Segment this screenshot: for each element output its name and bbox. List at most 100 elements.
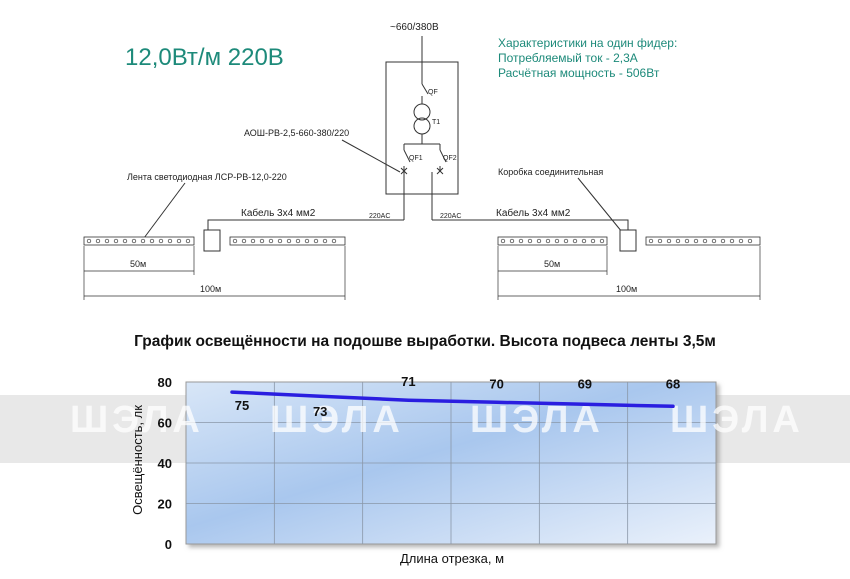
specs-current: Потребляемый ток - 2,3А [498,51,638,65]
led-dot [286,238,292,244]
led-dot [113,238,119,244]
led-dot [304,238,310,244]
watermark-text: ШЭЛА [270,399,404,441]
led-dot [599,238,605,244]
led-dot [684,238,690,244]
led-dot [563,238,569,244]
voltage-right-label: 220AC [440,213,461,220]
led-dot [232,238,238,244]
strip-label: Лента светодиодная ЛСР-РВ-12,0-220 [127,172,287,182]
led-strip-segment [497,236,608,246]
led-dot [545,238,551,244]
led-dot [518,238,524,244]
led-dot [331,238,337,244]
junction-box-label: Коробка соединительная [498,167,603,177]
schema-title: 12,0Вт/м 220В [125,44,284,71]
left-cable [207,219,404,233]
led-dot [657,238,663,244]
led-dot [167,238,173,244]
qf-label: QF [428,89,438,96]
led-dot [554,238,560,244]
led-dot [572,238,578,244]
led-dot [536,238,542,244]
led-dot [509,238,515,244]
data-label: 71 [401,374,415,389]
led-dot [666,238,672,244]
chart-title: График освещённости на подошве выработки… [134,333,716,350]
qf1-breaker-symbol [403,149,411,163]
qf-breaker-symbol [421,83,429,95]
led-dot [295,238,301,244]
qf2-label: QF2 [443,155,457,162]
series-line [230,390,675,409]
qf1-label: QF1 [409,155,423,162]
led-dot [527,238,533,244]
led-dot [313,238,319,244]
led-strip-segment [83,236,195,246]
led-dot [259,238,265,244]
specs-heading: Характеристики на один фидер: [498,36,678,50]
dim-100-right: 100м [616,284,637,294]
led-dot [720,238,726,244]
junction-box-left [203,229,221,252]
right-cable [432,219,629,233]
left-strip-group [83,236,346,246]
dim-50-right: 50м [544,259,560,269]
y-ticks: 0 20 40 60 80 [158,375,172,552]
specs-power: Расчётная мощность - 506Вт [498,66,660,80]
x-axis-label: Длина отрезка, м [400,551,504,566]
right-strip-group [497,236,761,246]
data-label: 69 [578,376,592,391]
led-dot [747,238,753,244]
led-dot [322,238,328,244]
led-dot [702,238,708,244]
led-dot [738,238,744,244]
led-dot [277,238,283,244]
data-labels: 75 73 71 70 69 68 [235,374,680,419]
y-tick-label: 0 [165,537,172,552]
voltage-left-label: 220AC [369,213,390,220]
led-dot [675,238,681,244]
led-dot [250,238,256,244]
watermark-text: ШЭЛА [70,399,204,441]
y-tick-label: 80 [158,375,172,390]
qf2-breaker-symbol [439,149,447,163]
watermark-group: ШЭЛА ШЭЛА ШЭЛА ШЭЛА [70,399,804,441]
led-dot [729,238,735,244]
junction-box-right [619,229,637,252]
y-tick-label: 20 [158,497,172,512]
y-tick-label: 60 [158,416,172,431]
led-dot [176,238,182,244]
wiring-diagram: QF T1 QF1 QF2 ~660/380В АОШ-РВ-2,5-660-3… [83,22,761,300]
cable-right-label: Кабель 3х4 мм2 [496,207,571,219]
led-dot [185,238,191,244]
data-label: 68 [666,376,680,391]
watermark-text: ШЭЛА [670,399,804,441]
led-dot [648,238,654,244]
led-dot [122,238,128,244]
watermark-text: ШЭЛА [470,399,604,441]
t1-label: T1 [432,119,440,126]
dim-100-left: 100м [200,284,221,294]
led-dot [95,238,101,244]
led-dot [581,238,587,244]
y-axis-label: Освещённость, лк [130,405,145,515]
data-label: 73 [313,404,327,419]
led-dot [86,238,92,244]
led-dot [500,238,506,244]
grid [186,382,716,544]
led-dot [131,238,137,244]
led-dot [268,238,274,244]
cable-left-label: Кабель 3х4 мм2 [241,207,316,219]
data-label: 70 [489,376,503,391]
dim-50-left: 50м [130,259,146,269]
y-tick-label: 40 [158,456,172,471]
led-dot [711,238,717,244]
transformer-coil-top [413,103,431,121]
led-dot [104,238,110,244]
led-dot [590,238,596,244]
data-label: 75 [235,398,249,413]
led-dot [140,238,146,244]
transformer-label: АОШ-РВ-2,5-660-380/220 [244,128,349,138]
